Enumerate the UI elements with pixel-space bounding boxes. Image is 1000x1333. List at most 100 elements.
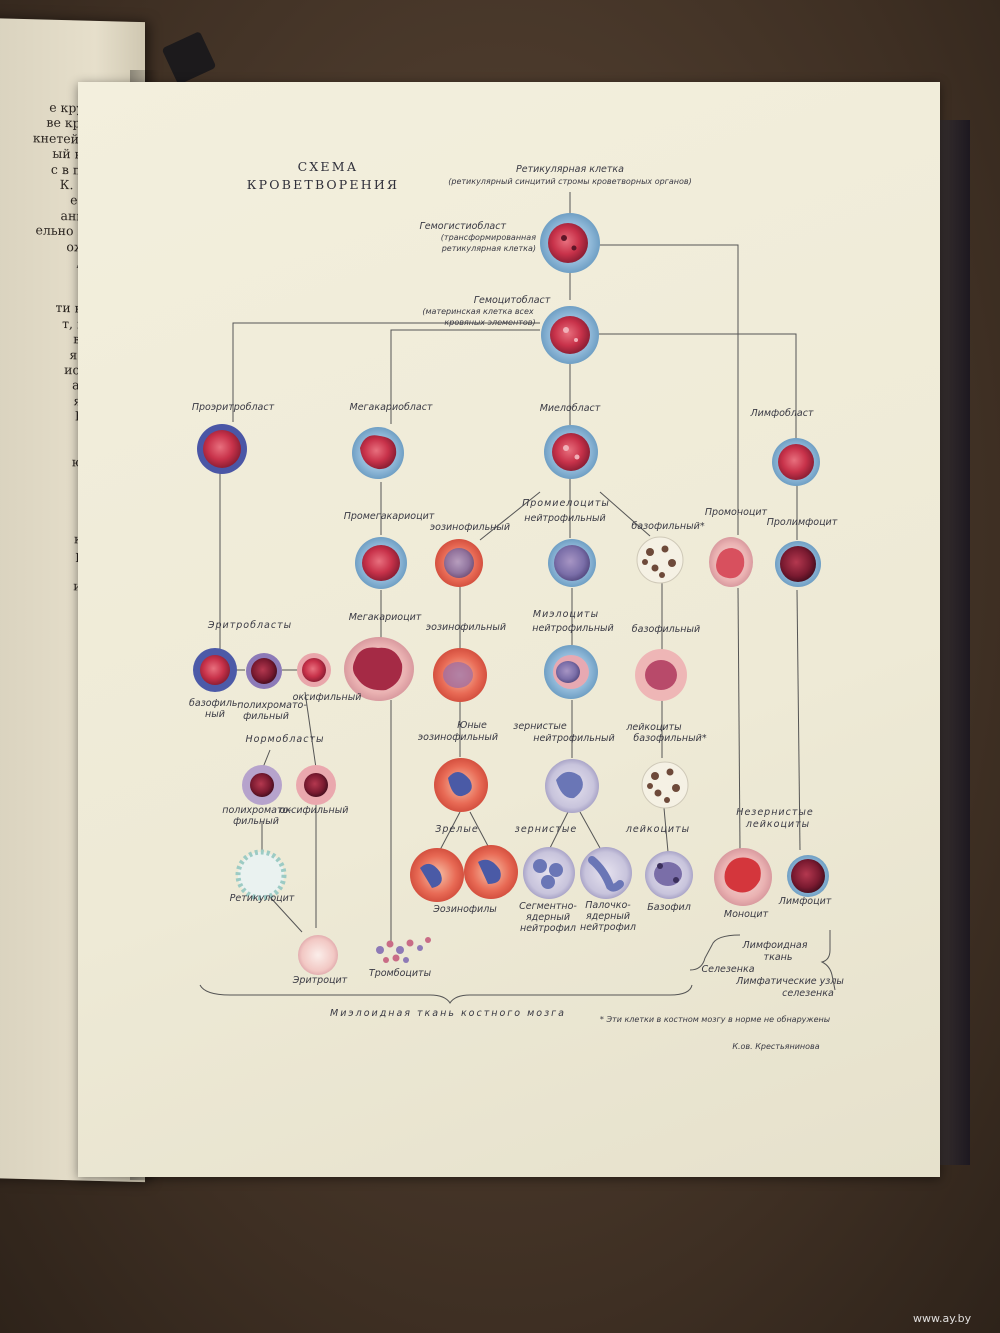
label-myelocyte-basophilic: базофильный <box>632 624 700 635</box>
title-line-1: СХЕМА <box>298 159 359 174</box>
label-basophilic-erythroblast-1: базофиль- <box>189 698 242 709</box>
label-promonocyte: Промоноцит <box>705 507 768 518</box>
label-myelocytes: Миэлоциты <box>533 609 599 620</box>
label-granular-young-2: нейтрофильный <box>533 733 614 744</box>
cell-myelocyte-basophilic <box>635 649 687 701</box>
label-young-2: эозинофильный <box>418 732 498 743</box>
cell-proerythroblast <box>197 424 247 474</box>
cell-erythroblast-basophilic <box>193 648 237 692</box>
label-thrombocytes: Тромбоциты <box>369 968 432 979</box>
label-myelocyte-eosinophilic: эозинофильный <box>426 622 506 633</box>
label-granular: зернистые <box>515 824 577 835</box>
label-nongranular-2: лейкоциты <box>745 819 810 830</box>
label-proerythroblast: Проэритробласт <box>192 402 275 413</box>
label-leukocytes: лейкоциты <box>625 824 690 835</box>
label-polychromatophilic-1: полихромато- <box>237 700 307 711</box>
label-segmented-1: Сегментно- <box>519 901 577 912</box>
cell-myelocyte-eosinophilic <box>433 648 487 702</box>
label-hemocytoblast-sub2: кровяных элементов) <box>444 318 535 327</box>
cell-young-eosinophil <box>434 758 488 812</box>
label-segmented-3: нейтрофил <box>520 923 576 934</box>
label-lymphocyte: Лимфоцит <box>778 896 832 907</box>
cell-segmented-neutrophil <box>523 847 575 899</box>
label-hemohistioblast-sub2: ретикулярная клетка) <box>441 244 536 253</box>
label-band-2: ядерный <box>586 911 630 922</box>
label-oxyphilic2: оксифильный <box>280 805 349 816</box>
cell-megakaryocyte <box>344 637 414 701</box>
label-promyelocyte-eosinophilic: эозинофильный <box>430 522 510 533</box>
cell-promonocyte <box>709 537 753 587</box>
label-promyelocytes: Промиелоциты <box>522 498 610 509</box>
connector-lines <box>199 192 836 1004</box>
label-hemohistioblast: Гемогистиобласт <box>419 221 506 232</box>
footnote: * Эти клетки в костном мозгу в норме не … <box>600 1015 830 1024</box>
label-hemocytoblast-sub1: (материнская клетка всех <box>422 307 533 316</box>
watermark: www.ay.by <box>913 1312 972 1325</box>
artist-credit: К.ов. Крестьянинова <box>732 1042 819 1051</box>
label-myeloblast: Миелобласт <box>540 403 601 414</box>
cell-thrombocytes <box>376 937 431 963</box>
cell-young-neutrophil <box>545 759 599 813</box>
label-myeloid-tissue: Миэлоидная ткань костного мозга <box>330 1008 566 1019</box>
cell-basophil <box>645 851 693 899</box>
label-monocyte: Моноцит <box>724 909 769 920</box>
cell-monocyte <box>714 848 772 906</box>
label-lymph-nodes-1: Лимфатические узлы <box>735 976 844 987</box>
cell-hemocytoblast <box>541 306 599 364</box>
label-normoblasts: Нормобласты <box>246 734 325 745</box>
label-lymphoblast: Лимфобласт <box>750 408 814 419</box>
label-erythrocyte: Эритроцит <box>292 975 348 986</box>
label-band-1: Палочко- <box>585 900 631 911</box>
label-promyelocyte-neutrophilic: нейтрофильный <box>524 513 605 524</box>
label-reticular-cell: Ретикулярная клетка <box>516 164 624 175</box>
label-mature: Зрелые <box>435 824 478 835</box>
label-nongranular-1: Незернистые <box>736 807 813 818</box>
label-prolymphocyte: Пролимфоцит <box>767 517 838 528</box>
label-leukocytes-basophilic-1: лейкоциты <box>625 722 682 733</box>
cell-promyelocyte-basophilic <box>636 536 684 584</box>
cell-normoblast-oxyphilic <box>296 765 336 805</box>
label-band-3: нейтрофил <box>580 922 636 933</box>
label-eosinophils: Эозинофилы <box>432 904 497 915</box>
label-erythroblasts: Эритробласты <box>207 620 292 631</box>
cell-megakaryoblast <box>352 427 404 479</box>
cell-eosinophil-1 <box>410 848 464 902</box>
label-myelocyte-neutrophilic: нейтрофильный <box>532 623 613 634</box>
cell-reticulocyte <box>235 849 287 901</box>
label-oxyphilic: оксифильный <box>293 692 362 703</box>
cell-lymphocyte <box>787 855 829 897</box>
cell-promegakaryocyte <box>355 537 407 589</box>
label-hemohistioblast-sub1: (трансформированная <box>441 233 536 242</box>
label-megakaryoblast: Мегакариобласт <box>350 402 433 413</box>
cell-lymphoblast <box>772 438 820 486</box>
label-reticulocyte: Ретикулоцит <box>230 893 295 904</box>
label-reticular-cell-sub: (ретикулярный синцитий стромы кроветворн… <box>448 177 692 186</box>
cell-erythroblast-oxyphilic <box>297 653 331 687</box>
label-young-1: Юные <box>457 720 487 731</box>
label-basophil: Базофил <box>647 902 691 913</box>
cell-myeloblast <box>544 425 598 479</box>
cell-reticular-hemohistioblast <box>540 213 600 273</box>
label-polychromatophilic2-1: полихромато- <box>222 805 292 816</box>
title-line-2: КРОВЕТВОРЕНИЯ <box>247 177 399 192</box>
cell-promyelocyte-neutrophilic <box>548 539 596 587</box>
label-lymphoid-tissue-2: ткань <box>764 952 793 963</box>
label-lymphoid-tissue-1: Лимфоидная <box>742 940 808 951</box>
label-polychromatophilic2-2: фильный <box>233 816 279 827</box>
label-basophilic-erythroblast-2: ный <box>205 709 225 720</box>
label-spleen: Селезенка <box>701 964 754 975</box>
cell-promyelocyte-eosinophilic <box>435 539 483 587</box>
cell-erythrocyte <box>298 935 338 975</box>
cell-young-basophil <box>641 761 689 809</box>
label-leukocytes-basophilic-2: базофильный* <box>633 733 706 744</box>
cell-prolymphocyte <box>775 541 821 587</box>
label-granular-young-1: зернистые <box>513 721 567 732</box>
label-hemocytoblast: Гемоцитобласт <box>474 295 551 306</box>
label-segmented-2: ядерный <box>526 912 570 923</box>
cell-normoblast-polychromatophilic <box>242 765 282 805</box>
cell-erythroblast-polychromatophilic <box>246 653 282 689</box>
label-lymph-nodes-2: селезенка <box>782 988 834 999</box>
cell-myelocyte-neutrophilic <box>544 645 598 699</box>
